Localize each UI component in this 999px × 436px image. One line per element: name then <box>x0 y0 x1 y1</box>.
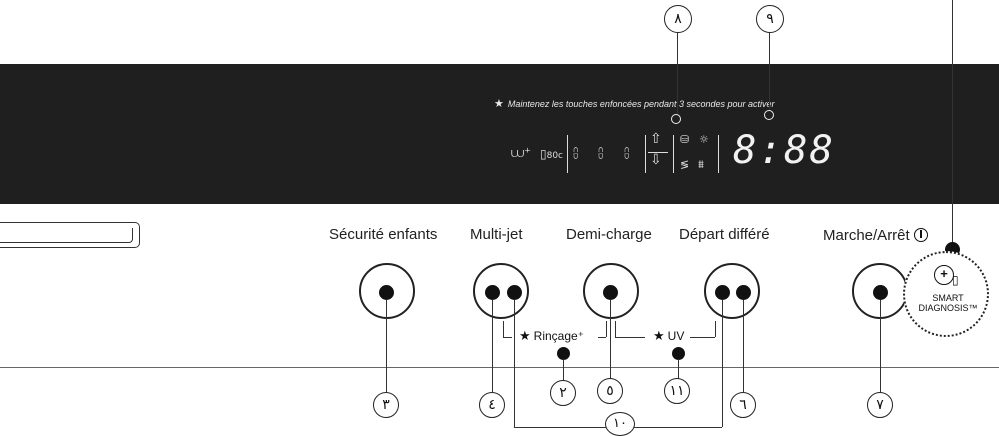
delay-start-dot-left <box>715 285 730 300</box>
delay-start-button[interactable] <box>704 263 760 319</box>
delay-start-dot-right <box>736 285 751 300</box>
multi-jet-label: Multi-jet <box>470 226 523 243</box>
callout-7: ٧ <box>867 392 893 418</box>
power-label-text: Marche/Arrêt <box>823 227 910 244</box>
uv-star-icon: ★ <box>653 328 665 343</box>
multi-jet-dot-right <box>507 285 522 300</box>
door-handle-slot-inner <box>0 228 133 243</box>
leader-line-11 <box>678 359 680 380</box>
dishware-icon: ⩊⁺ <box>511 146 532 161</box>
leader-line-3 <box>386 300 388 392</box>
rinse-star-icon: ★ <box>519 328 531 343</box>
arrow-up-icon: ⇧ <box>650 131 662 147</box>
time-display: 8:88 <box>733 128 835 173</box>
remote-icon: ⩩ <box>698 158 704 171</box>
callout-6: ٦ <box>730 392 756 418</box>
rinse-bracket-left-h <box>503 337 512 339</box>
panel-divider <box>0 367 999 369</box>
arrow-down-icon: ⇩ <box>650 152 662 168</box>
callout-2: ٢ <box>550 380 576 406</box>
smart-diagnosis-badge: + ▯ SMART DIAGNOSIS™ <box>903 251 989 337</box>
callout-8: ٨ <box>664 5 692 33</box>
activation-note: ★Maintenez les touches enfoncées pendant… <box>494 97 775 110</box>
callout-11: ١١ <box>664 378 690 404</box>
uv-bracket-left-h <box>615 337 645 339</box>
uv-bracket-right-h <box>690 337 715 339</box>
leader-line-smart <box>952 0 954 248</box>
child-lock-dot <box>379 285 394 300</box>
smart-diagnosis-icon: + <box>934 265 954 285</box>
indicator-led-8 <box>671 114 681 124</box>
leader-line-10-left <box>514 300 516 427</box>
display-separator <box>718 135 719 173</box>
display-separator <box>673 135 674 173</box>
leader-line-6 <box>743 300 745 392</box>
half-load-label: Demi-charge <box>566 226 652 243</box>
callout-5: ٥ <box>597 378 623 404</box>
temp-label: 80c <box>546 151 564 161</box>
smart-diagnosis-line1: SMART <box>932 293 964 303</box>
rinse-label: ★Rinçage⁺ <box>519 328 584 344</box>
spray-intensive-icon: ⩉ <box>573 146 579 160</box>
smart-diagnosis-line2: DIAGNOSIS™ <box>918 303 978 313</box>
wifi-icon: ≶ <box>680 158 690 171</box>
uv-anchor-dot <box>672 347 685 360</box>
callout-4: ٤ <box>479 392 505 418</box>
multi-jet-dot-left <box>485 285 500 300</box>
rinse-aid-icon: ☼ <box>699 133 709 146</box>
indicator-led-9 <box>764 110 774 120</box>
display-separator <box>645 135 646 173</box>
leader-line-5 <box>610 300 612 392</box>
spray-gentle-icon: ⩉ <box>624 146 630 160</box>
rinse-bracket-right-h <box>598 337 606 339</box>
leader-line-9 <box>769 33 771 110</box>
display-separator <box>648 152 668 153</box>
callout-10: ١٠ <box>605 412 635 436</box>
spray-normal-icon: ⩉ <box>598 146 604 160</box>
child-lock-label: Sécurité enfants <box>329 226 438 243</box>
thermometer-icon: ▯80c <box>540 147 564 161</box>
uv-bracket-left <box>615 321 617 337</box>
door-handle-slot <box>0 222 140 248</box>
leader-line-8 <box>677 33 679 114</box>
power-dot <box>873 285 888 300</box>
rinse-anchor-dot <box>557 347 570 360</box>
rinse-label-text: Rinçage⁺ <box>533 329 585 343</box>
leader-line-2 <box>563 359 565 392</box>
delay-start-label: Départ différé <box>679 226 770 243</box>
control-panel-display <box>0 64 999 204</box>
uv-label: ★UV <box>653 328 684 344</box>
rinse-bracket-right <box>606 321 608 337</box>
rinse-bracket-left <box>503 321 505 337</box>
power-label: Marche/Arrêt <box>823 226 928 244</box>
callout-9: ٩ <box>756 5 784 33</box>
leader-line-7 <box>880 300 882 392</box>
half-load-dot <box>603 285 618 300</box>
uv-bracket-right <box>715 321 717 337</box>
power-icon <box>913 228 928 242</box>
uv-label-text: UV <box>667 329 685 343</box>
display-separator <box>567 135 568 173</box>
salt-icon: ⛁ <box>680 133 690 146</box>
star-icon: ★ <box>494 98 504 110</box>
leader-line-4 <box>492 300 494 392</box>
activation-note-text: Maintenez les touches enfoncées pendant … <box>507 99 775 109</box>
callout-3: ٣ <box>373 392 399 418</box>
phone-icon: ▯ <box>952 273 959 287</box>
leader-line-10-right <box>722 300 724 427</box>
